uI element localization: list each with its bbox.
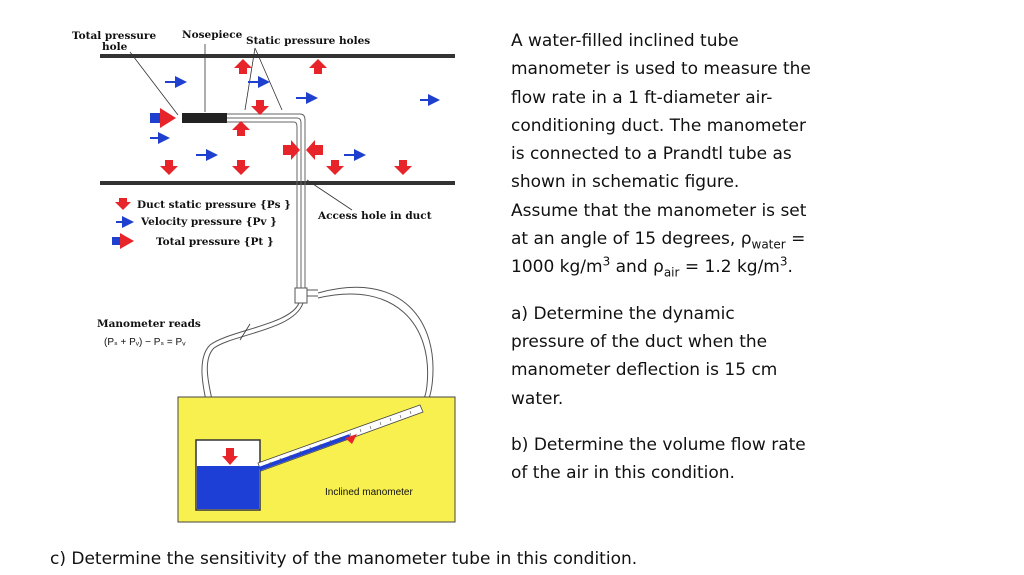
inclined-tube xyxy=(257,404,424,472)
prandtl-tube-diagram: Total pressure hole Nosepiece Static pre… xyxy=(72,29,456,523)
rho-air-sub: air xyxy=(663,265,680,280)
duct-walls xyxy=(100,54,455,185)
legend-velocity: Velocity pressure {Pv } xyxy=(140,216,277,228)
rho-water-sub: water xyxy=(751,237,786,252)
label-nosepiece: Nosepiece xyxy=(182,29,243,41)
legend-static: Duct static pressure {Ps } xyxy=(137,199,291,211)
velocity-pressure-arrows xyxy=(150,76,440,161)
label-manometer-reads: Manometer reads xyxy=(97,318,201,330)
callout-lines xyxy=(129,44,353,341)
intro-text-5: . xyxy=(787,257,793,278)
label-static-pressure-holes: Static pressure holes xyxy=(246,35,370,47)
static-pressure-arrows xyxy=(160,59,412,175)
question-part-b: b) Determine the volume flow rate of the… xyxy=(511,434,806,484)
problem-intro: A water-filled inclined tube manometer i… xyxy=(511,27,811,282)
intro-text-3: and ρ xyxy=(610,257,664,278)
exp-1: 3 xyxy=(602,254,611,269)
label-total-pressure-hole-2: hole xyxy=(102,41,128,53)
label-manometer-formula: (Pₛ + Pᵥ) − Pₛ = Pᵥ xyxy=(104,337,186,348)
label-access-hole: Access hole in duct xyxy=(317,210,432,222)
question-part-c: c) Determine the sensitivity of the mano… xyxy=(50,549,638,569)
exp-2: 3 xyxy=(779,254,788,269)
total-pressure-arrow xyxy=(150,108,176,128)
intro-text-4: = 1.2 kg/m xyxy=(679,257,780,278)
prandtl-tube xyxy=(182,113,318,304)
red-blue-right-arrow-icon xyxy=(112,233,134,249)
label-inclined-manometer: Inclined manometer xyxy=(325,487,413,498)
legend-total: Total pressure {Pt } xyxy=(156,236,274,248)
intro-text-2: = 1000 kg/m xyxy=(511,229,806,278)
intro-text: A water-filled inclined tube manometer i… xyxy=(511,31,811,250)
label-total-pressure-hole-1: Total pressure xyxy=(72,30,156,42)
question-part-a: a) Determine the dynamic pressure of the… xyxy=(511,303,778,409)
red-down-arrow-icon xyxy=(115,198,131,210)
manometer-reservoir xyxy=(195,439,261,511)
problem-statement: A water-filled inclined tube manometer i… xyxy=(511,27,811,487)
legend: Duct static pressure {Ps } Velocity pres… xyxy=(112,198,291,249)
